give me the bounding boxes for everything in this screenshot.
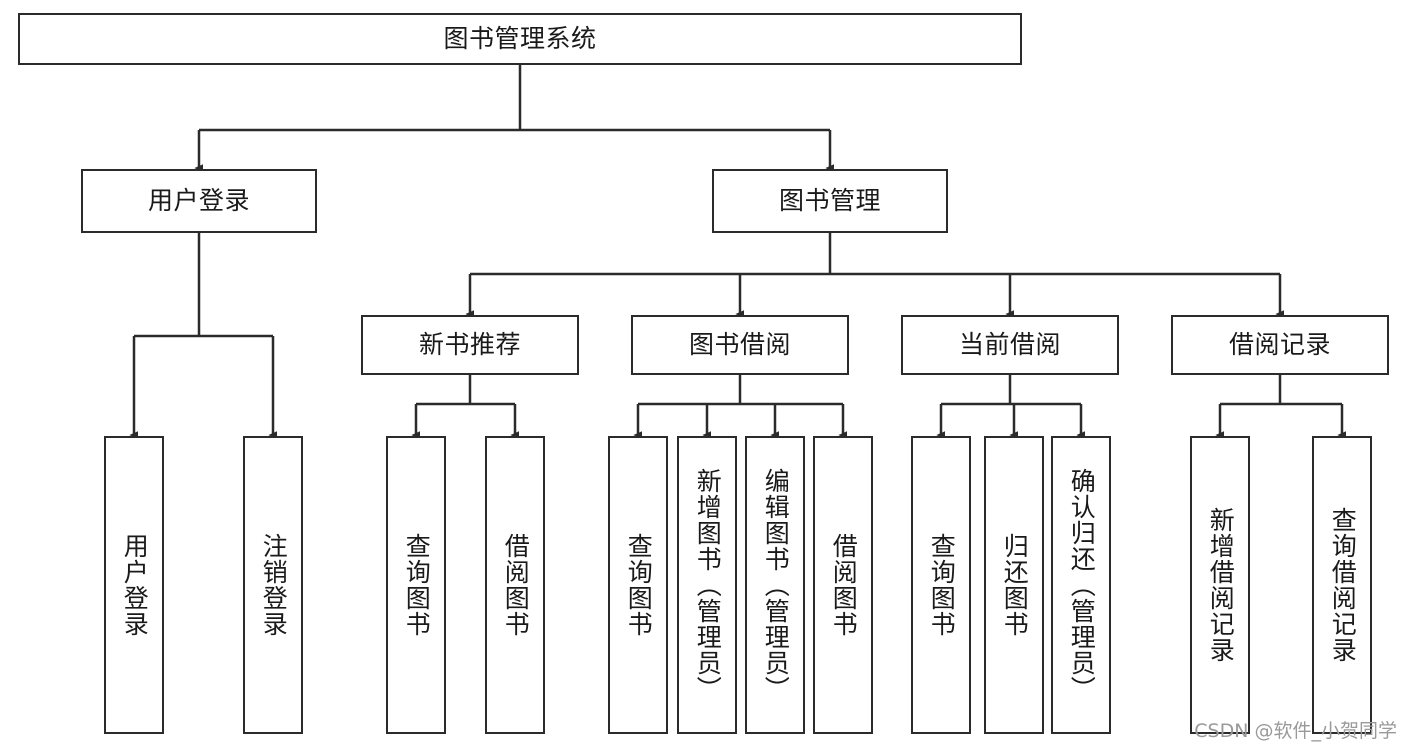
node-label: 确认归还（管理员） bbox=[1067, 468, 1097, 702]
node-user-login[interactable]: 用户登录 bbox=[81, 169, 317, 233]
node-label: 借阅图书 bbox=[501, 533, 531, 637]
node-leaf-query-record[interactable]: 查询借阅记录 bbox=[1312, 436, 1372, 734]
node-label: 新增借阅记录 bbox=[1206, 507, 1236, 663]
node-label: 编辑图书（管理员） bbox=[761, 468, 791, 702]
node-borrow-record[interactable]: 借阅记录 bbox=[1171, 315, 1389, 375]
node-book-borrow[interactable]: 图书借阅 bbox=[631, 315, 849, 375]
node-leaf-query-book-2[interactable]: 查询图书 bbox=[608, 436, 668, 734]
node-leaf-borrow-book-1[interactable]: 借阅图书 bbox=[485, 436, 545, 734]
node-leaf-query-book-1[interactable]: 查询图书 bbox=[386, 436, 446, 734]
node-label: 查询图书 bbox=[927, 533, 957, 637]
node-label: 新书推荐 bbox=[418, 329, 521, 359]
node-label: 当前借阅 bbox=[958, 329, 1061, 359]
node-leaf-confirm-return[interactable]: 确认归还（管理员） bbox=[1051, 436, 1111, 734]
node-leaf-query-book-3[interactable]: 查询图书 bbox=[911, 436, 971, 734]
node-label: 图书借阅 bbox=[688, 329, 791, 359]
node-label: 用户登录 bbox=[120, 533, 150, 637]
node-leaf-edit-book[interactable]: 编辑图书（管理员） bbox=[745, 436, 805, 734]
node-label: 借阅记录 bbox=[1228, 329, 1331, 359]
node-leaf-logout[interactable]: 注销登录 bbox=[243, 436, 303, 734]
node-label: 查询图书 bbox=[624, 533, 654, 637]
node-label: 图书管理系统 bbox=[443, 23, 597, 53]
node-label: 归还图书 bbox=[1000, 533, 1030, 637]
node-label: 图书管理 bbox=[778, 185, 881, 215]
node-label: 查询图书 bbox=[402, 533, 432, 637]
node-current-borrow[interactable]: 当前借阅 bbox=[901, 315, 1119, 375]
node-label: 注销登录 bbox=[259, 533, 289, 637]
node-label: 新增图书（管理员） bbox=[693, 468, 723, 702]
node-leaf-borrow-book-2[interactable]: 借阅图书 bbox=[813, 436, 873, 734]
node-leaf-return-book[interactable]: 归还图书 bbox=[984, 436, 1044, 734]
node-label: 用户登录 bbox=[147, 185, 250, 215]
node-leaf-user-login[interactable]: 用户登录 bbox=[104, 436, 164, 734]
node-root[interactable]: 图书管理系统 bbox=[18, 13, 1022, 65]
node-label: 借阅图书 bbox=[829, 533, 859, 637]
node-new-book-rec[interactable]: 新书推荐 bbox=[361, 315, 579, 375]
watermark-text: CSDN @软件_小贺同学 bbox=[1194, 720, 1397, 742]
node-label: 查询借阅记录 bbox=[1328, 507, 1358, 663]
edges-group bbox=[129, 65, 1347, 440]
node-leaf-add-record[interactable]: 新增借阅记录 bbox=[1190, 436, 1250, 734]
node-leaf-add-book[interactable]: 新增图书（管理员） bbox=[677, 436, 737, 734]
node-book-manage[interactable]: 图书管理 bbox=[712, 169, 948, 233]
